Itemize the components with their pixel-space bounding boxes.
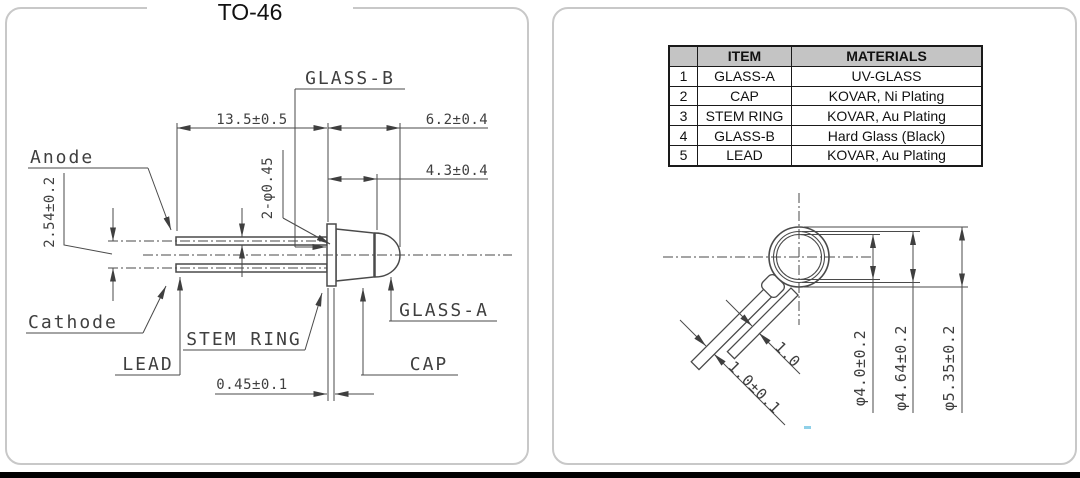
table-row: 2 CAP KOVAR, Ni Plating: [668, 85, 983, 107]
header-index: [668, 45, 698, 67]
dim-lead1-diameter: 1.0±0.1: [725, 358, 785, 418]
cell-item: GLASS-B: [697, 125, 792, 146]
cell-material: KOVAR, Au Plating: [791, 105, 983, 127]
artifact-dot: [804, 426, 811, 429]
cell-num: 1: [668, 65, 698, 87]
centerlines: [108, 240, 512, 269]
dim-flange-diameter: φ5.35±0.2: [940, 325, 958, 411]
label-glass-b: GLASS-B: [305, 68, 395, 89]
label-stem-ring: STEM RING: [186, 329, 302, 350]
cell-material: UV-GLASS: [791, 65, 983, 87]
cell-item: CAP: [697, 85, 792, 107]
cell-material: KOVAR, Au Plating: [791, 144, 983, 167]
table-row: 1 GLASS-A UV-GLASS: [668, 65, 983, 87]
dim-package-length: 6.2±0.4: [426, 112, 489, 128]
panel-front-view: ITEM MATERIALS 1 GLASS-A UV-GLASS 2 CAP …: [552, 7, 1077, 465]
label-anode: Anode: [30, 147, 94, 168]
dim-lead-length: 13.5±0.5: [216, 112, 287, 128]
dim-lead-pitch: 2.54±0.2: [42, 176, 58, 247]
dim-lead2-diameter: 1.0: [771, 338, 804, 371]
label-cathode: Cathode: [28, 312, 118, 333]
cell-material: Hard Glass (Black): [791, 125, 983, 146]
header-item: ITEM: [697, 45, 792, 67]
panel-side-view: TO-46: [5, 0, 529, 465]
page-title: TO-46: [147, 0, 353, 27]
dim-lead-diameter: 2-φ0.45: [260, 157, 276, 220]
cell-item: LEAD: [697, 144, 792, 167]
front-lead-2: [726, 287, 799, 360]
side-view-drawing: 13.5±0.5 6.2±0.4 4.3±0.4 2.54±0.2 2-φ0.4…: [26, 68, 512, 401]
materials-table: ITEM MATERIALS 1 GLASS-A UV-GLASS 2 CAP …: [668, 45, 983, 167]
cell-num: 3: [668, 105, 698, 127]
dim-body-diameter: φ4.64±0.2: [892, 325, 910, 411]
table-row: 4 GLASS-B Hard Glass (Black): [668, 125, 983, 146]
cell-num: 5: [668, 144, 698, 167]
table-row: 5 LEAD KOVAR, Au Plating: [668, 144, 983, 167]
bottom-bar: [0, 472, 1080, 478]
table-header-row: ITEM MATERIALS: [668, 45, 983, 67]
centerlines: [663, 193, 873, 325]
label-lead: LEAD: [122, 354, 173, 375]
header-materials: MATERIALS: [791, 45, 983, 67]
dim-stem-ring-thickness: 0.45±0.1: [216, 377, 287, 393]
dim-cap-length: 4.3±0.4: [426, 163, 489, 179]
table-row: 3 STEM RING KOVAR, Au Plating: [668, 105, 983, 127]
label-glass-a: GLASS-A: [399, 300, 489, 321]
cell-item: GLASS-A: [697, 65, 792, 87]
cell-num: 4: [668, 125, 698, 146]
dim-inner-diameter: φ4.0±0.2: [851, 330, 869, 406]
label-cap: CAP: [410, 354, 449, 375]
front-view-drawing: φ4.0±0.2 φ4.64±0.2 φ5.35±0.2 1.0±0.1 1.0: [663, 193, 968, 429]
cell-item: STEM RING: [697, 105, 792, 127]
cell-num: 2: [668, 85, 698, 107]
cell-material: KOVAR, Ni Plating: [791, 85, 983, 107]
